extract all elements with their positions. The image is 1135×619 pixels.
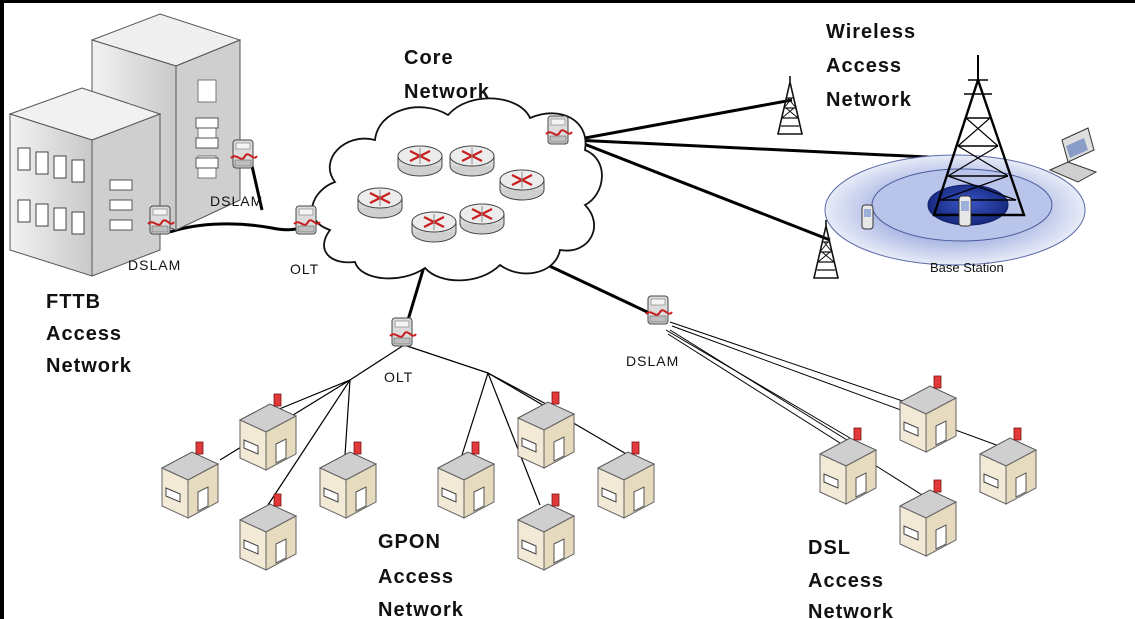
- title-line: Access: [826, 55, 902, 77]
- wireless-network-title: Wireless Access Network: [826, 21, 916, 111]
- core-network-title: Core Network: [404, 47, 490, 103]
- router-icon: [396, 144, 444, 178]
- antenna-tower-icon: [777, 75, 803, 135]
- title-line: Access: [808, 570, 884, 592]
- house-icon: [819, 427, 877, 505]
- laptop-icon: [1048, 127, 1098, 183]
- house-icon: [319, 441, 377, 519]
- core-network-cloud-icon: [311, 97, 603, 282]
- router-icon: [410, 210, 458, 244]
- house-icon: [979, 427, 1037, 505]
- building-icon: [8, 87, 162, 277]
- router-icon: [458, 202, 506, 236]
- olt-label: OLT: [290, 261, 319, 277]
- title-line: Access: [46, 323, 122, 345]
- house-icon: [239, 493, 297, 571]
- title-line: FTTB: [46, 291, 101, 313]
- core-edge-router-icon: [545, 115, 573, 145]
- title-line: Core: [404, 47, 454, 69]
- olt-icon: [293, 205, 321, 235]
- dsl-network-title: DSL Access Network: [808, 537, 894, 619]
- title-line: Network: [826, 89, 912, 111]
- house-icon: [597, 441, 655, 519]
- frame-border-left: [0, 0, 4, 619]
- title-line: Network: [404, 81, 490, 103]
- modem-icon: [195, 117, 219, 169]
- house-icon: [899, 479, 957, 557]
- title-line: DSL: [808, 537, 851, 559]
- title-line: Access: [378, 566, 454, 588]
- frame-border-top: [0, 0, 1135, 3]
- title-line: GPON: [378, 531, 441, 553]
- house-icon: [517, 493, 575, 571]
- house-icon: [517, 391, 575, 469]
- house-icon: [437, 441, 495, 519]
- base-station-label: Base Station: [930, 260, 1004, 275]
- olt-icon: [389, 317, 417, 347]
- title-line: Wireless: [826, 21, 916, 43]
- mobile-phone-icon: [861, 204, 874, 230]
- dslam-label: DSLAM: [210, 193, 263, 209]
- dslam-icon: [230, 139, 258, 169]
- olt-label: OLT: [384, 369, 413, 385]
- house-icon: [899, 375, 957, 453]
- title-line: Network: [378, 599, 464, 619]
- gpon-network-title: GPON Access Network: [378, 531, 464, 619]
- router-icon: [498, 168, 546, 202]
- title-line: Network: [46, 355, 132, 377]
- title-line: Network: [808, 601, 894, 619]
- base-station-phone-icon: [958, 195, 972, 227]
- base-station-tower-icon: [932, 55, 1026, 217]
- router-icon: [356, 186, 404, 220]
- dslam-icon: [645, 295, 673, 325]
- router-icon: [448, 144, 496, 178]
- dslam-label: DSLAM: [128, 257, 181, 273]
- fttb-network-title: FTTB Access Network: [46, 291, 132, 377]
- dslam-icon: [147, 205, 175, 235]
- dslam-label: DSLAM: [626, 353, 679, 369]
- house-icon: [161, 441, 219, 519]
